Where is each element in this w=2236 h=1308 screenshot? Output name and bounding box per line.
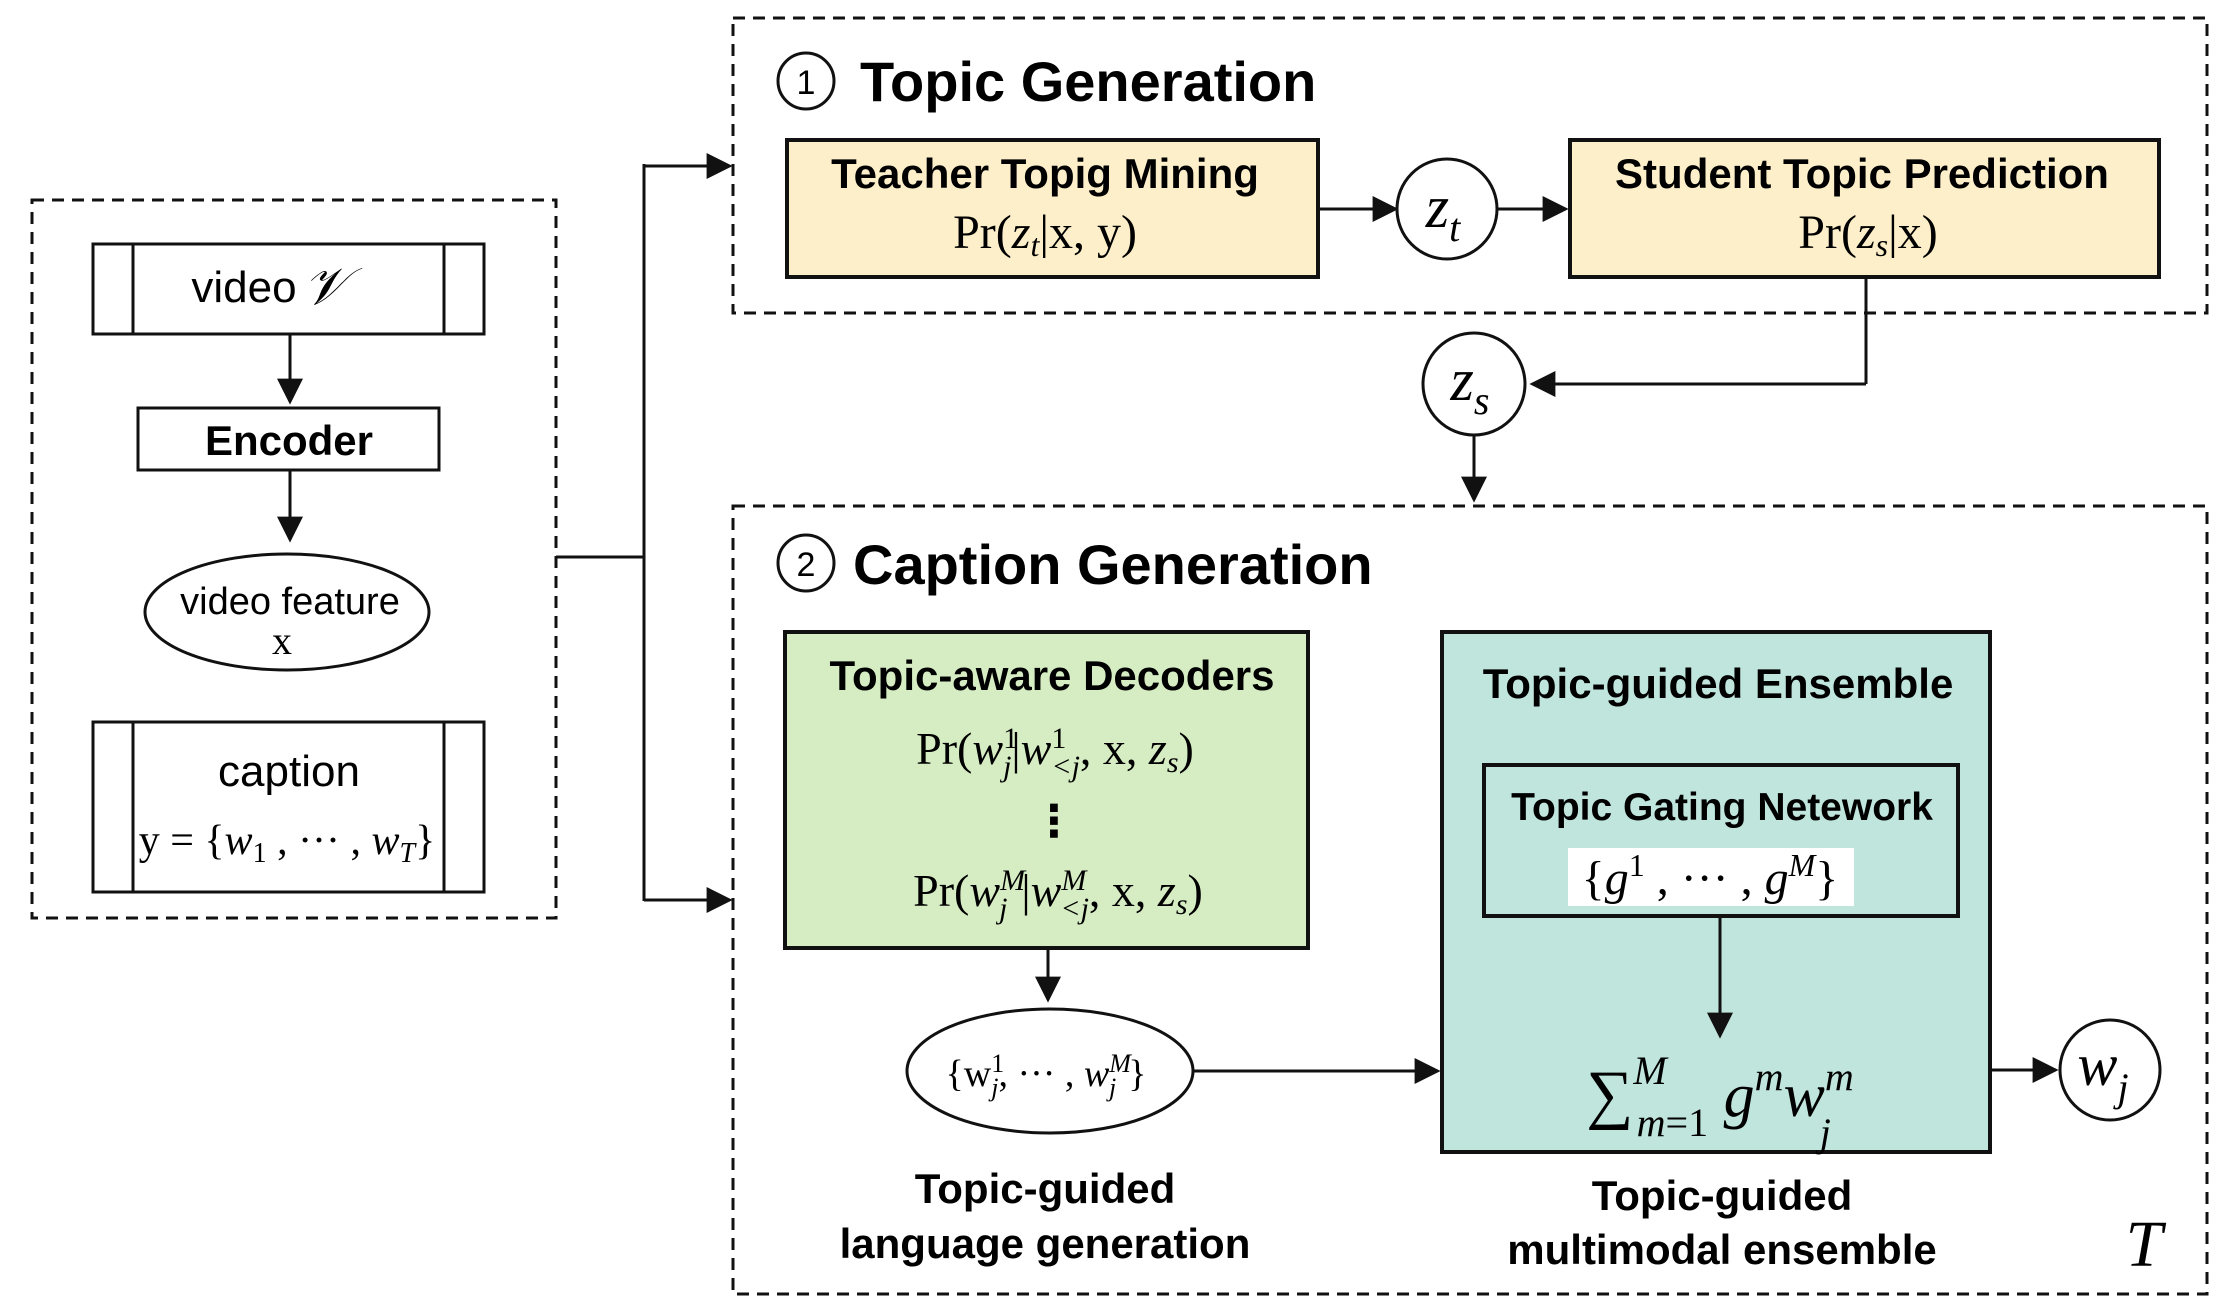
lang-gen-caption-line2: language generation — [840, 1220, 1251, 1267]
video-feature-symbol: x — [272, 618, 292, 663]
multimodal-caption-line1: Topic-guided — [1592, 1172, 1853, 1219]
input-to-stages-connector — [556, 153, 733, 913]
caption-box: caption y = {w1 , ··· , wT} — [91, 720, 486, 894]
topic-generation-title: Topic Generation — [860, 50, 1316, 113]
input-panel-frame — [30, 198, 558, 920]
gating-formula: {g1 , ··· , gM} — [1582, 847, 1839, 905]
video-feature-node: video feature x — [143, 552, 431, 672]
topic-generation-frame — [731, 16, 2209, 315]
student-title: Student Topic Prediction — [1615, 150, 2109, 197]
teacher-topic-mining-box: Teacher Topig Mining Pr(zt|x, y) — [785, 138, 1320, 279]
step-1-marker — [776, 51, 836, 111]
teacher-formula: Pr(zt|x, y) — [953, 206, 1137, 263]
video-label: video — [191, 263, 296, 312]
caption-generation-frame — [731, 504, 2209, 1296]
gating-title: Topic Gating Netework — [1511, 786, 1933, 829]
ensemble-title: Topic-guided Ensemble — [1483, 660, 1954, 707]
encoder-box: Encoder — [136, 406, 441, 472]
loop-count-label: T — [2126, 1208, 2167, 1281]
video-box: video 𝒱 — [91, 242, 486, 336]
caption-generation-title: Caption Generation — [853, 533, 1373, 596]
encoder-label: Encoder — [205, 417, 373, 464]
caption-generation-header: 2 Caption Generation — [776, 533, 1373, 596]
student-formula: Pr(zs|x) — [1798, 206, 1937, 263]
step-2-marker — [776, 533, 836, 593]
topic-generation-header: 1 Topic Generation — [776, 50, 1316, 113]
teacher-title: Teacher Topig Mining — [831, 150, 1259, 197]
caption-label: caption — [218, 747, 360, 796]
student-topic-prediction-box: Student Topic Prediction Pr(zs|x) — [1568, 138, 2161, 279]
svg-text:2: 2 — [797, 546, 816, 584]
topic-gating-network-box: Topic Gating Netework {g1 , ··· , gM} — [1482, 763, 1960, 918]
arrow-student-to-zs — [1529, 277, 1868, 397]
multimodal-caption-line2: multimodal ensemble — [1507, 1226, 1936, 1273]
output-word-node: wj — [2058, 1018, 2162, 1122]
decoder-ellipsis: ⋮ — [1032, 797, 1076, 846]
caption-formula: y = {w1 , ··· , wT} — [139, 818, 436, 869]
decoders-title: Topic-aware Decoders — [829, 652, 1274, 699]
gating-formula-highlight — [1568, 848, 1854, 906]
lang-gen-caption-line1: Topic-guided — [915, 1165, 1176, 1212]
svg-text:1: 1 — [797, 64, 816, 102]
video-feature-label: video feature — [180, 581, 400, 623]
zs-node: zs — [1421, 331, 1527, 437]
zt-node: zt — [1395, 157, 1499, 261]
